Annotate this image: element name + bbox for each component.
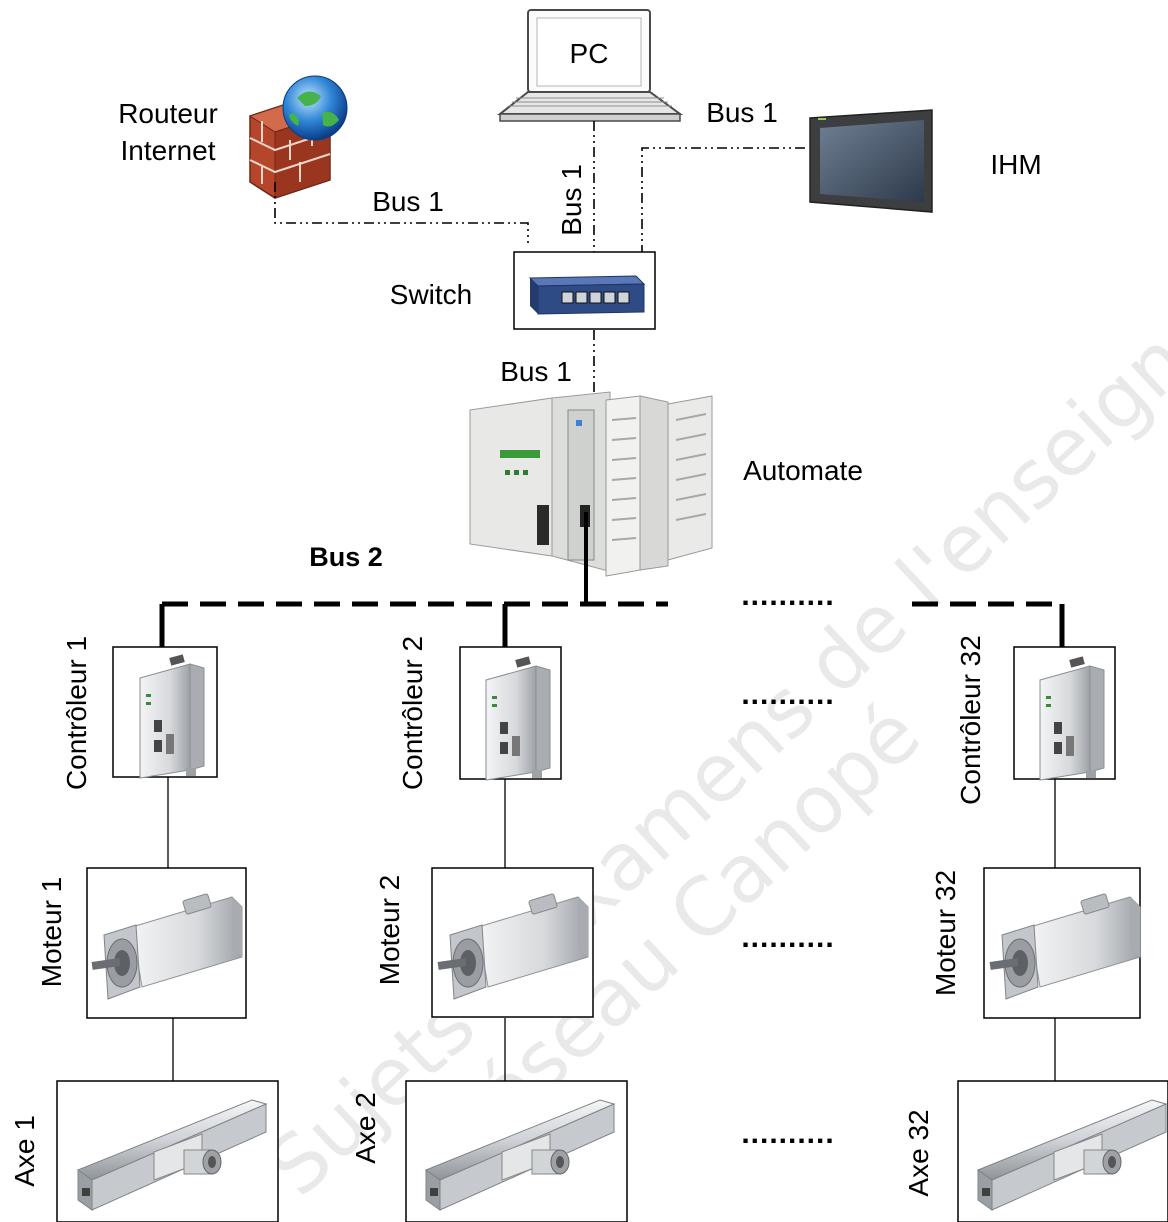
network-switch-icon: [528, 275, 646, 315]
column-1: Contrôleur 1 Moteur 1 Axe 1: [9, 636, 279, 1222]
bus-2-lines: [159, 512, 1065, 647]
axis-1-label: Axe 1: [9, 1115, 40, 1187]
axes-ellipsis: ..........: [741, 1117, 834, 1150]
router-label-line-2: Internet: [121, 135, 216, 166]
watermark: Sujets d'Examens de l'enseignement profe…: [250, 0, 1168, 1214]
ihm-panel-icon: [809, 109, 933, 213]
controller-1-label: Contrôleur 1: [61, 636, 92, 790]
bus-1-pc-label: Bus 1: [556, 164, 587, 236]
switch-label: Switch: [390, 279, 472, 310]
router-firewall-icon: [248, 75, 348, 199]
motor-32-label: Moteur 32: [930, 870, 961, 996]
column-2: Contrôleur 2 Moteur 2 Axe 2: [350, 636, 628, 1222]
motors-ellipsis: ..........: [741, 921, 834, 954]
column-32: Contrôleur 32 Moteur 32 Axe 32: [903, 635, 1168, 1222]
bus-2-label: Bus 2: [309, 542, 383, 572]
bus-1-ihm-label: Bus 1: [706, 97, 778, 128]
router-label-line-1: Routeur: [118, 98, 218, 129]
plc-automate-icon: [469, 391, 713, 577]
motor-2-label: Moteur 2: [374, 875, 405, 986]
bus-1-router-label: Bus 1: [372, 186, 444, 217]
automate-label: Automate: [743, 455, 863, 486]
axis-32-label: Axe 32: [903, 1109, 934, 1196]
bus-1-plc-label: Bus 1: [500, 356, 572, 387]
pc-laptop-icon: [497, 9, 684, 122]
controller-2-label: Contrôleur 2: [397, 636, 428, 790]
pc-label: PC: [570, 38, 609, 69]
watermark-line-1: Sujets d'Examens de l'enseignement profe…: [250, 0, 1168, 1214]
bus-2-ellipsis: ..........: [741, 579, 834, 612]
ihm-label: IHM: [990, 149, 1041, 180]
axis-2-label: Axe 2: [350, 1092, 381, 1164]
motor-1-label: Moteur 1: [36, 877, 67, 988]
controller-32-label: Contrôleur 32: [955, 635, 986, 805]
controllers-ellipsis: ..........: [741, 678, 834, 711]
